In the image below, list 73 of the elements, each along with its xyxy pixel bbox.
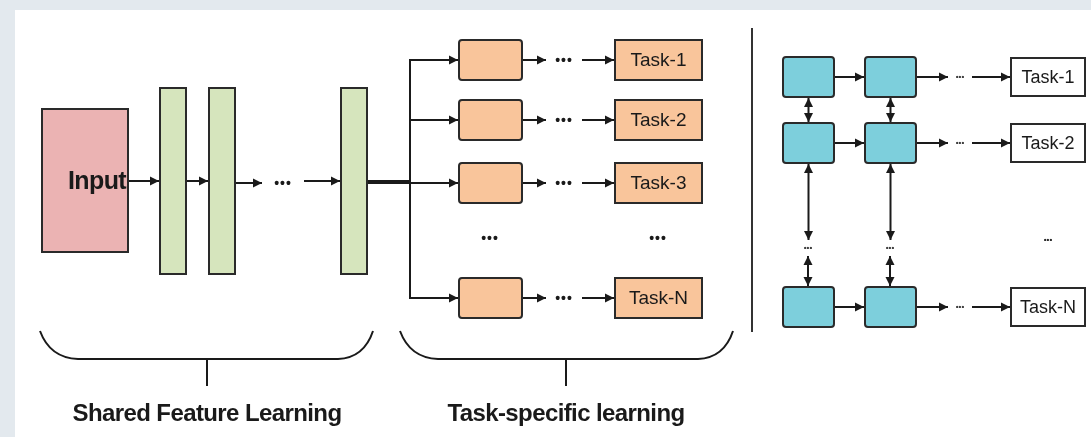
arrow	[916, 72, 949, 82]
task-box	[614, 277, 703, 319]
task-layer-box	[458, 162, 523, 204]
arrow	[834, 72, 865, 82]
layer-box	[782, 56, 835, 98]
task-layer-box	[458, 277, 523, 319]
arrow	[522, 178, 547, 188]
layer-bar	[340, 87, 368, 275]
arrow	[522, 55, 547, 65]
task-label: Task-2	[1021, 131, 1075, 155]
double-arrow	[804, 97, 813, 123]
arrow	[235, 178, 263, 188]
arrow	[128, 176, 160, 186]
task-box	[614, 39, 703, 81]
layer-box	[782, 122, 835, 164]
task-layer-box	[458, 99, 523, 141]
arrow	[581, 293, 615, 303]
task-label: Task-N	[628, 285, 689, 310]
input-label: Input	[68, 164, 127, 196]
ellipsis: •••	[555, 176, 573, 190]
ellipsis: •••	[274, 176, 292, 190]
ellipsis: •••	[955, 73, 965, 81]
column-ellipsis: •••	[649, 231, 667, 245]
arrow	[367, 178, 459, 188]
ellipsis: •••	[555, 113, 573, 127]
double-arrow	[885, 255, 895, 287]
ellipsis: •••	[803, 244, 813, 252]
ellipsis: •••	[555, 53, 573, 67]
task-box	[1010, 287, 1086, 327]
arrow	[834, 302, 865, 312]
double-arrow	[803, 255, 813, 287]
ellipsis: •••	[955, 139, 965, 147]
ellipsis: •••	[955, 303, 965, 311]
double-arrow	[886, 97, 895, 123]
task-layer-box	[458, 39, 523, 81]
arrow	[581, 55, 615, 65]
double-arrow	[804, 163, 813, 241]
task-box	[614, 162, 703, 204]
section-caption: Task-specific learning	[447, 398, 685, 428]
layer-box	[864, 56, 917, 98]
double-arrow	[886, 163, 895, 241]
arrow	[186, 176, 209, 186]
ellipsis: •••	[885, 244, 895, 252]
arrow	[367, 180, 459, 303]
layer-box	[782, 286, 835, 328]
arrow	[916, 302, 949, 312]
arrow	[971, 302, 1011, 312]
layer-bar	[208, 87, 236, 275]
layer-bar	[159, 87, 187, 275]
layer-box	[864, 122, 917, 164]
arrow	[971, 72, 1011, 82]
arrow	[581, 115, 615, 125]
ellipsis: •••	[555, 291, 573, 305]
arrow	[522, 115, 547, 125]
section-caption: Shared Feature Learning	[72, 398, 342, 428]
task-label: Task-1	[1021, 65, 1075, 89]
task-box	[614, 99, 703, 141]
task-label: Task-1	[630, 47, 687, 72]
arrow	[303, 176, 341, 186]
task-label: Task-3	[630, 170, 687, 195]
arrow	[522, 293, 547, 303]
arrow	[581, 178, 615, 188]
column-ellipsis: •••	[481, 231, 499, 245]
input-box	[41, 108, 129, 253]
task-label: Task-2	[630, 107, 687, 132]
arrow	[916, 138, 949, 148]
layer-box	[864, 286, 917, 328]
task-label: Task-N	[1020, 295, 1076, 319]
arrow	[971, 138, 1011, 148]
arrow	[834, 138, 865, 148]
column-ellipsis: •••	[1043, 236, 1053, 244]
task-box	[1010, 57, 1086, 97]
task-box	[1010, 123, 1086, 163]
